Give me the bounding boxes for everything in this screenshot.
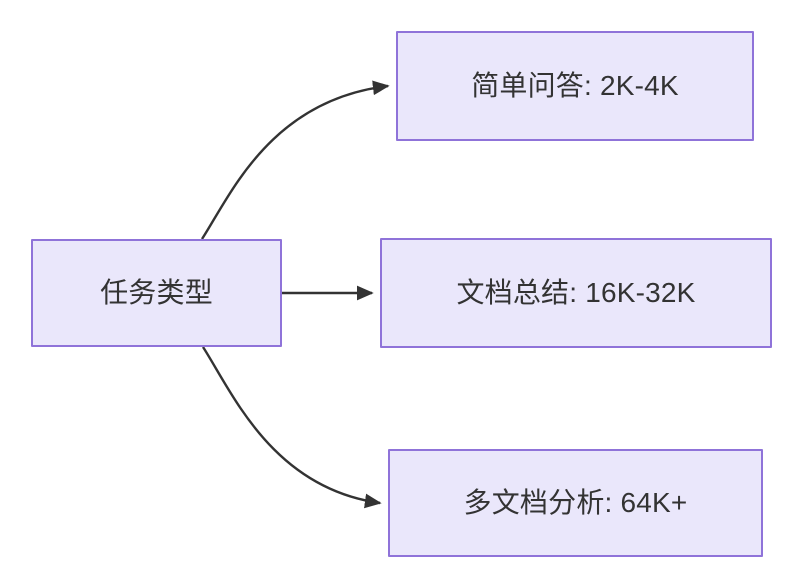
node-document-summary-label: 文档总结: 16K-32K — [456, 277, 696, 309]
node-multi-document-analysis[interactable]: 多文档分析: 64K+ — [388, 449, 763, 557]
node-task-type-label: 任务类型 — [100, 277, 213, 309]
edge-root-to-simple — [200, 80, 390, 240]
node-simple-qa[interactable]: 简单问答: 2K-4K — [396, 31, 754, 141]
node-document-summary[interactable]: 文档总结: 16K-32K — [380, 238, 772, 348]
node-task-type[interactable]: 任务类型 — [31, 239, 282, 347]
node-simple-qa-label: 简单问答: 2K-4K — [471, 70, 679, 102]
node-multi-document-analysis-label: 多文档分析: 64K+ — [463, 487, 688, 519]
edge-root-to-multidoc — [201, 346, 382, 509]
